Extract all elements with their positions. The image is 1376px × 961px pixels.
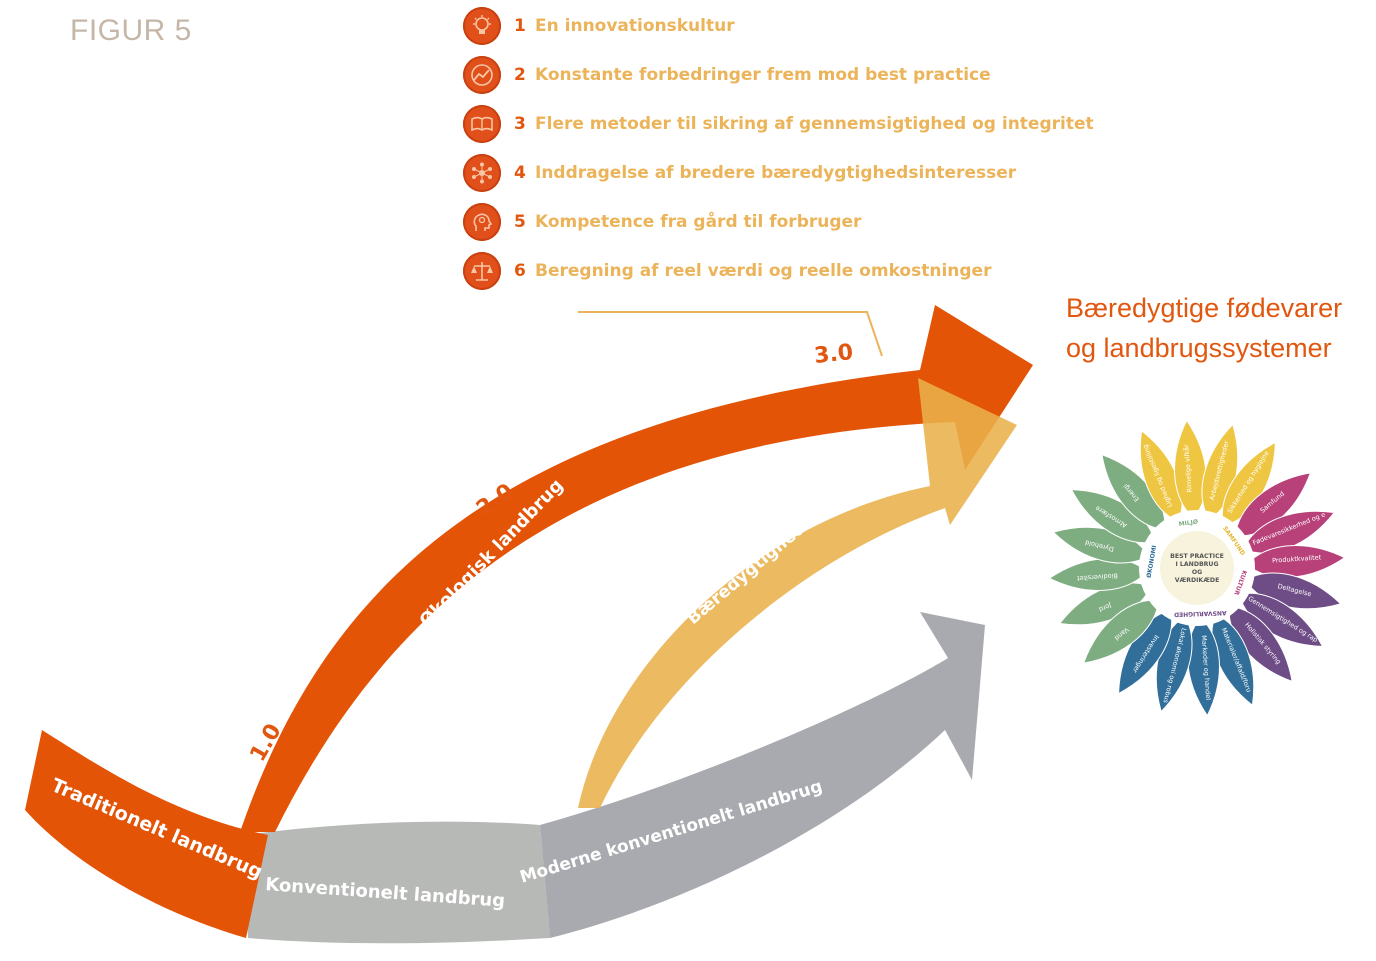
wheel-petal-label: Produktkvalitet <box>1272 553 1322 564</box>
sustainability-wheel: JordBiodiversitetDyreholdAtmosfæreEnergi… <box>1048 419 1346 717</box>
ring-label-miljo: MILJØ <box>1178 518 1198 528</box>
chart-icon <box>463 56 501 94</box>
wheel-petal: Investeringer <box>1118 609 1173 695</box>
legend-item-transparency: 3 Flere metoder til sikring af gennemsig… <box>463 105 1363 145</box>
wheel-petal: Energi <box>1101 453 1166 531</box>
legend-number: 1 <box>514 16 526 36</box>
legend-text: Kompetence fra gård til forbruger <box>535 212 862 232</box>
legend-text: Inddragelse af bredere bæredygtighedsint… <box>535 163 1017 183</box>
modern-conventional-arrow <box>540 612 985 938</box>
goal-title: Bæredygtige fødevarer og landbrugssystem… <box>1066 293 1343 363</box>
book-icon <box>463 105 501 143</box>
wheel-petal: Lighed og ligestilling <box>1139 429 1183 523</box>
legend-item-competence: 5 Kompetence fra gård til forbruger <box>463 203 1363 243</box>
wheel-center-line-4: VÆRDIKÆDE <box>1175 577 1220 584</box>
ring-label-ansvarlighed: ANSVARLIGHED <box>1174 609 1227 618</box>
legend-number: 4 <box>514 163 526 183</box>
legend-number: 6 <box>514 261 526 281</box>
legend-item-innovation: 1 En innovationskultur <box>463 7 1363 47</box>
legend-text: Beregning af reel værdi og reelle omkost… <box>535 261 992 281</box>
wheel-center <box>1160 531 1234 605</box>
lightbulb-icon <box>463 7 501 45</box>
legend-text: En innovationskultur <box>535 16 735 36</box>
wheel-petal-label: Biodiversitet <box>1076 572 1118 583</box>
legend-item-valuation: 6 Beregning af reel værdi og reelle omko… <box>463 252 1363 292</box>
figure-label: FIGUR 5 <box>70 14 192 47</box>
wheel-petal: Markeder og handel <box>1187 617 1220 717</box>
legend-text: Konstante forbedringer frem mod best pra… <box>535 65 991 85</box>
head-icon <box>463 203 501 241</box>
traditional-band <box>25 730 268 938</box>
legend-item-interests: 4 Inddragelse af bredere bæredygtighedsi… <box>463 154 1363 194</box>
version-3-label: 3.0 <box>813 340 854 369</box>
legend-connector <box>578 311 883 357</box>
wheel-center-line-3: OG <box>1192 569 1202 576</box>
wheel-petal: Atmosfære <box>1070 489 1156 544</box>
legend-text: Flere metoder til sikring af gennemsigti… <box>535 114 1094 134</box>
legend-number: 3 <box>514 114 526 134</box>
legend-number: 2 <box>514 65 526 85</box>
network-icon <box>463 154 501 192</box>
wheel-petal: Rimelige vilkår <box>1174 419 1207 519</box>
wheel-petal-label: Rimelige vilkår <box>1181 444 1193 493</box>
wheel-center-line-2: I LANDBRUG <box>1175 561 1218 568</box>
wheel-petals: JordBiodiversitetDyreholdAtmosfæreEnergi… <box>1048 419 1346 717</box>
wheel-center-line-1: BEST PRACTICE <box>1170 553 1224 560</box>
conventional-band <box>245 821 550 944</box>
wheel-petal: Vand <box>1082 599 1160 664</box>
sustainability-initiatives-arrow <box>578 378 1017 808</box>
legend-item-improvements: 2 Konstante forbedringer frem mod best p… <box>463 56 1363 96</box>
scale-icon <box>463 252 501 290</box>
wheel-petal-shape <box>1082 599 1160 664</box>
legend-number: 5 <box>514 212 526 232</box>
organic-arrow <box>240 305 1033 832</box>
